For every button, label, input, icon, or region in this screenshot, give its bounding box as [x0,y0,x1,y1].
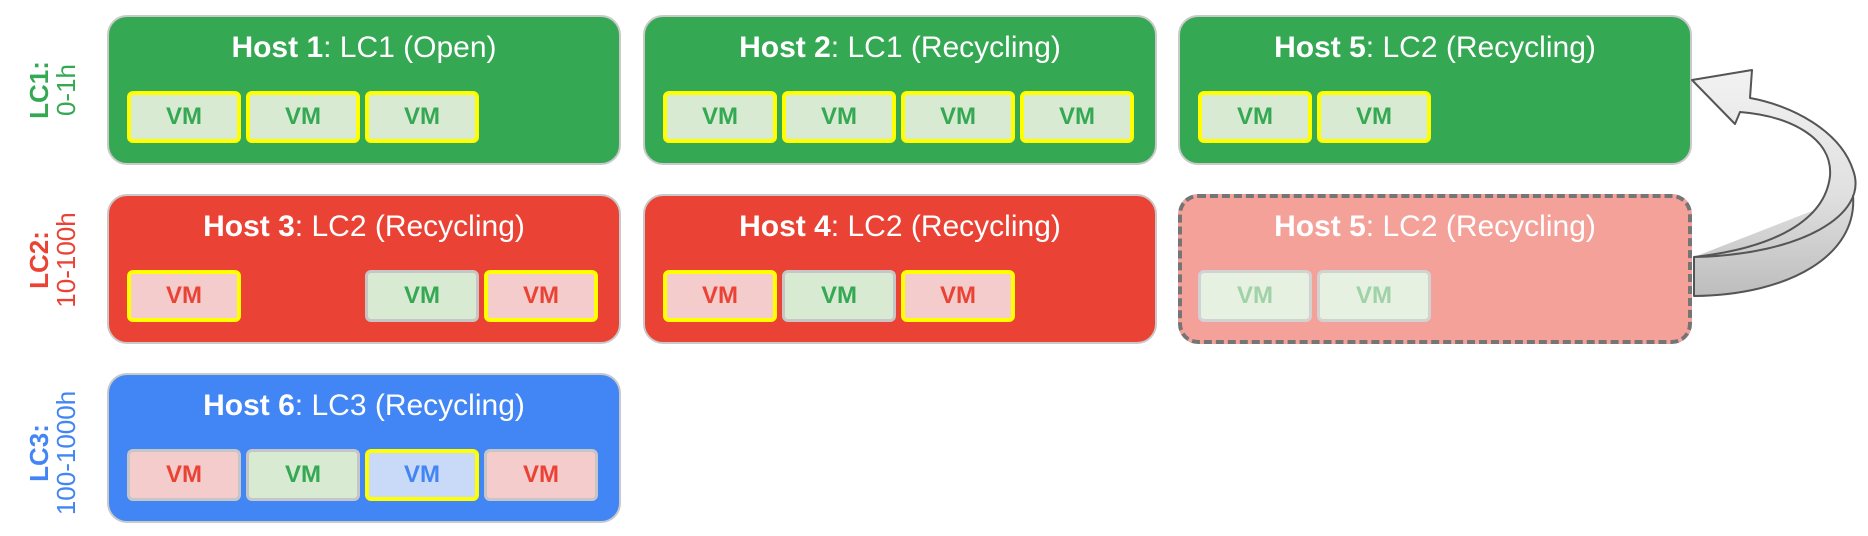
host-title: Host 6: LC3 (Recycling) [203,389,525,422]
host-title: Host 2: LC1 (Recycling) [739,31,1061,64]
vm-block: VM [1020,91,1134,143]
host-title: Host 5: LC2 (Recycling) [1274,210,1596,243]
vm-block: VM [663,270,777,322]
vm-block: VM [246,449,360,501]
vm-block: VM [127,270,241,322]
vm-block: VM [365,91,479,143]
host-title: Host 5: LC2 (Recycling) [1274,31,1596,64]
vm-block: VM [782,91,896,143]
vm-block: VM [365,270,479,322]
host-title: Host 1: LC1 (Open) [231,31,497,64]
vm-block: VM [1317,91,1431,143]
host-5-ghost-card: Host 5: LC2 (Recycling) VM VM [1178,194,1692,344]
vm-block: VM [1198,91,1312,143]
vm-block: VM [127,91,241,143]
vm-block: VM [365,449,479,501]
vm-block: VM [246,91,360,143]
vm-block: VM [901,270,1015,322]
curved-arrow-body [1691,69,1857,297]
host-title: Host 3: LC2 (Recycling) [203,210,525,243]
host-2-card: Host 2: LC1 (Recycling) VM VM VM VM [643,15,1157,165]
host-5-card: Host 5: LC2 (Recycling) VM VM [1178,15,1692,165]
vm-block: VM [1198,270,1312,322]
host-1-card: Host 1: LC1 (Open) VM VM VM [107,15,621,165]
host-6-card: Host 6: LC3 (Recycling) VM VM VM VM [107,373,621,523]
vm-block: VM [484,449,598,501]
vm-block: VM [484,270,598,322]
vm-block: VM [901,91,1015,143]
host-4-card: Host 4: LC2 (Recycling) VM VM VM [643,194,1157,344]
host-3-card: Host 3: LC2 (Recycling) VM VM VM [107,194,621,344]
host-title: Host 4: LC2 (Recycling) [739,210,1061,243]
vm-block: VM [663,91,777,143]
vm-block: VM [782,270,896,322]
vm-block: VM [1317,270,1431,322]
vm-block: VM [127,449,241,501]
